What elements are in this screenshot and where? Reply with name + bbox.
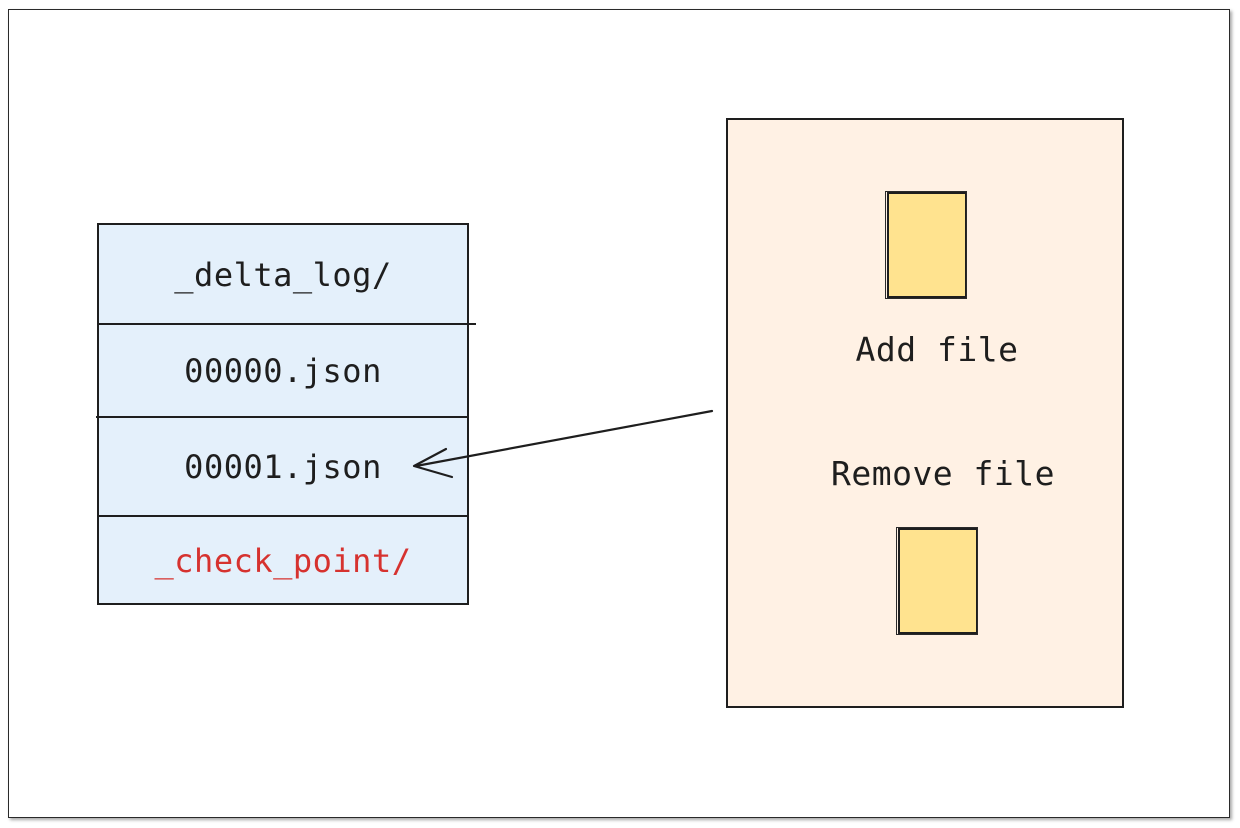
log-row-00000-json: 00000.json (184, 351, 382, 390)
add-file-icon (885, 191, 967, 299)
remove-file-icon (896, 527, 978, 635)
log-row-divider (99, 323, 476, 325)
log-row-00001-json: 00001.json (184, 447, 382, 486)
log-row-check-point: _check_point/ (154, 541, 412, 580)
delta-log-stack: _delta_log/ 00000.json 00001.json _check… (96, 223, 476, 605)
commit-actions-box: Add file Remove file (726, 118, 1124, 708)
remove-file-label: Remove file (830, 454, 1056, 493)
add-file-label: Add file (855, 330, 1019, 369)
log-row-divider (99, 515, 469, 517)
log-row-delta-log: _delta_log/ (174, 255, 392, 294)
log-row-divider (96, 416, 469, 418)
